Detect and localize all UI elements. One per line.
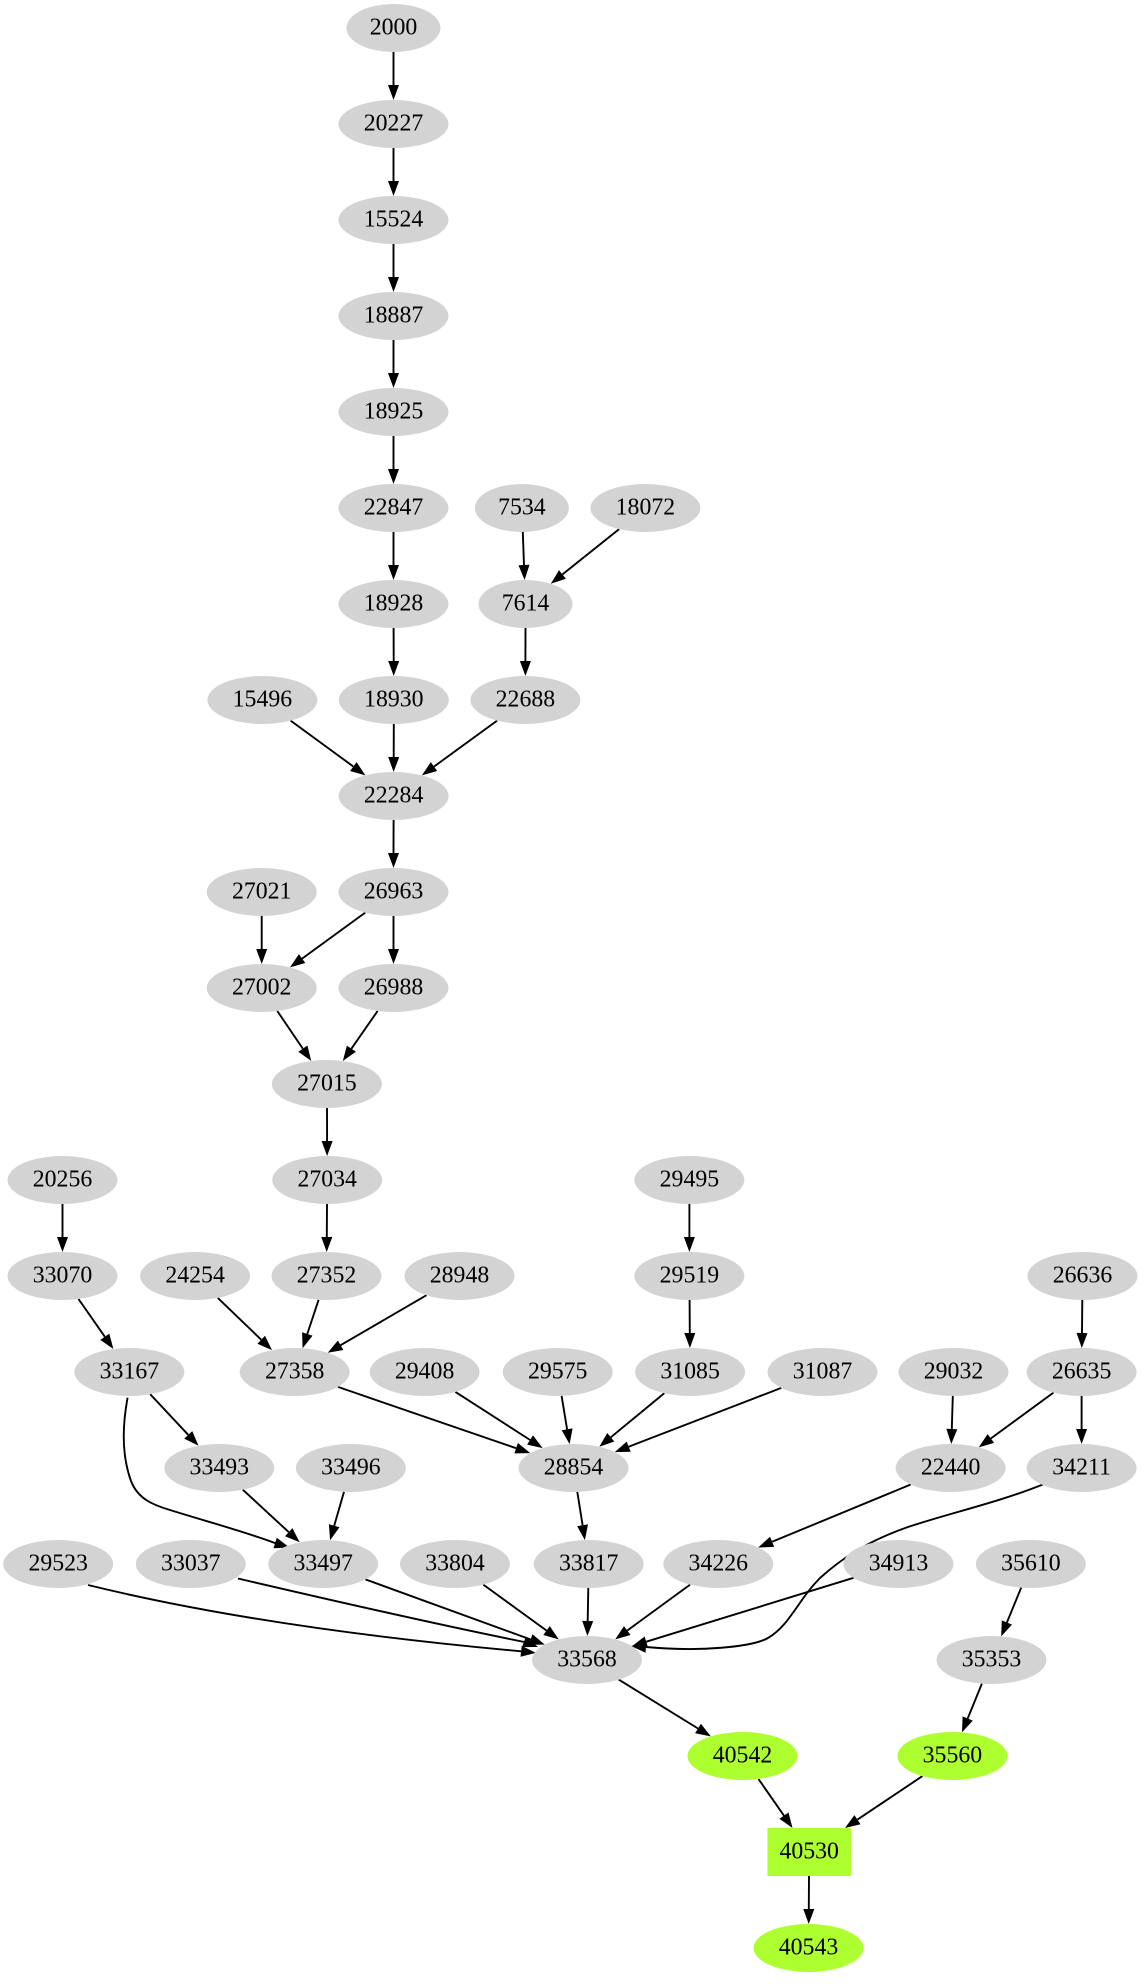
svg-text:15524: 15524: [364, 207, 424, 233]
svg-text:18072: 18072: [616, 495, 676, 521]
svg-text:7614: 7614: [502, 591, 550, 617]
svg-text:34226: 34226: [689, 1551, 749, 1577]
svg-text:33496: 33496: [321, 1455, 381, 1481]
svg-text:29408: 29408: [395, 1359, 455, 1385]
svg-text:27358: 27358: [265, 1359, 325, 1385]
svg-text:34913: 34913: [869, 1551, 929, 1577]
svg-text:22847: 22847: [364, 495, 424, 521]
svg-text:18930: 18930: [364, 687, 424, 713]
svg-text:28948: 28948: [430, 1263, 490, 1289]
svg-text:2000: 2000: [370, 15, 418, 41]
svg-text:29519: 29519: [660, 1263, 720, 1289]
svg-text:15496: 15496: [233, 687, 293, 713]
svg-text:29032: 29032: [924, 1359, 984, 1385]
svg-text:33568: 33568: [557, 1647, 617, 1673]
svg-text:18928: 18928: [364, 591, 424, 617]
svg-text:18887: 18887: [364, 303, 424, 329]
svg-text:33804: 33804: [425, 1551, 485, 1577]
svg-text:29523: 29523: [28, 1551, 88, 1577]
svg-text:26988: 26988: [364, 975, 424, 1001]
svg-text:27352: 27352: [297, 1263, 357, 1289]
svg-text:34211: 34211: [1052, 1455, 1111, 1481]
svg-text:40543: 40543: [779, 1935, 839, 1961]
svg-text:7534: 7534: [498, 495, 546, 521]
svg-text:18925: 18925: [364, 399, 424, 425]
svg-text:26636: 26636: [1053, 1263, 1113, 1289]
svg-text:33167: 33167: [100, 1359, 160, 1385]
svg-text:31085: 31085: [660, 1359, 720, 1385]
svg-text:33817: 33817: [559, 1551, 619, 1577]
svg-text:20256: 20256: [33, 1167, 93, 1193]
svg-text:33493: 33493: [190, 1455, 250, 1481]
svg-text:40542: 40542: [713, 1743, 773, 1769]
svg-text:33497: 33497: [293, 1551, 353, 1577]
svg-text:28854: 28854: [544, 1455, 604, 1481]
svg-text:26635: 26635: [1052, 1359, 1112, 1385]
svg-text:22284: 22284: [364, 783, 424, 809]
svg-text:33037: 33037: [161, 1551, 221, 1577]
svg-text:26963: 26963: [364, 879, 424, 905]
svg-text:29495: 29495: [660, 1167, 720, 1193]
svg-text:22440: 22440: [921, 1455, 981, 1481]
svg-text:35353: 35353: [962, 1647, 1022, 1673]
svg-text:27015: 27015: [297, 1071, 357, 1097]
svg-text:31087: 31087: [793, 1359, 853, 1385]
svg-text:22688: 22688: [496, 687, 556, 713]
svg-text:29575: 29575: [528, 1359, 588, 1385]
svg-text:35560: 35560: [923, 1743, 983, 1769]
svg-text:27002: 27002: [232, 975, 292, 1001]
svg-text:27021: 27021: [232, 879, 292, 905]
svg-text:20227: 20227: [364, 111, 424, 137]
svg-text:24254: 24254: [165, 1263, 225, 1289]
svg-text:35610: 35610: [1001, 1551, 1061, 1577]
svg-text:40530: 40530: [779, 1839, 839, 1865]
svg-text:33070: 33070: [33, 1263, 93, 1289]
svg-text:27034: 27034: [297, 1167, 357, 1193]
